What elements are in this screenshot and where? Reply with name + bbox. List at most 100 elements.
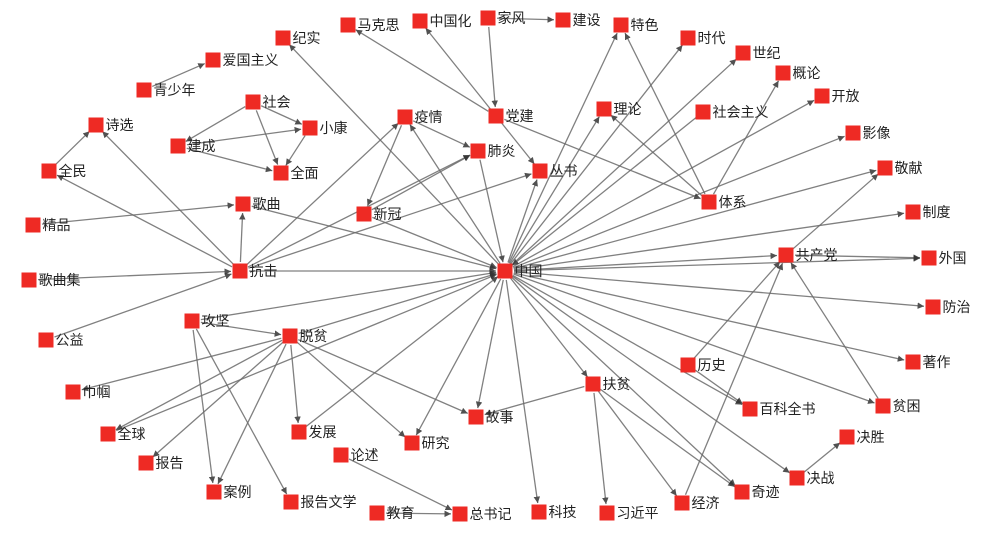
- node-square[interactable]: [21, 272, 37, 288]
- node-jishi[interactable]: 纪实: [275, 30, 321, 48]
- node-shiji[interactable]: 世纪: [735, 45, 781, 63]
- node-square[interactable]: [136, 82, 152, 98]
- node-square[interactable]: [205, 52, 221, 68]
- node-square[interactable]: [232, 263, 248, 279]
- node-gequji[interactable]: 歌曲集: [21, 272, 81, 289]
- node-yanjiu[interactable]: 研究: [404, 435, 450, 453]
- node-xiaokang[interactable]: 小康: [302, 120, 348, 137]
- node-square[interactable]: [814, 88, 830, 104]
- node-gongchandang[interactable]: 共产党: [778, 247, 838, 265]
- node-qiji[interactable]: 奇迹: [734, 484, 780, 501]
- node-kaifang[interactable]: 开放: [814, 88, 860, 106]
- node-congshu[interactable]: 丛书: [532, 163, 578, 181]
- node-pinkun[interactable]: 贫困: [875, 398, 921, 416]
- node-quanqiu[interactable]: 全球: [100, 426, 146, 443]
- node-jianshe[interactable]: 建设: [555, 12, 601, 30]
- node-square[interactable]: [877, 160, 893, 176]
- node-zhongguo[interactable]: 中国: [497, 263, 543, 281]
- node-gongjian[interactable]: 攻坚: [184, 313, 230, 331]
- node-square[interactable]: [480, 10, 496, 26]
- node-xinguan[interactable]: 新冠: [356, 206, 402, 224]
- node-square[interactable]: [291, 424, 307, 440]
- node-lunshu[interactable]: 论述: [333, 447, 379, 465]
- node-square[interactable]: [921, 250, 937, 266]
- node-jiancheng[interactable]: 建成: [170, 138, 216, 156]
- node-makesi[interactable]: 马克思: [340, 17, 400, 35]
- node-square[interactable]: [412, 13, 428, 29]
- node-fupin[interactable]: 扶贫: [585, 376, 631, 394]
- node-square[interactable]: [369, 505, 385, 521]
- node-square[interactable]: [470, 143, 486, 159]
- node-waiguo[interactable]: 外国: [921, 250, 967, 268]
- node-square[interactable]: [532, 163, 548, 179]
- node-gequ[interactable]: 歌曲: [235, 196, 281, 214]
- node-square[interactable]: [235, 196, 251, 212]
- node-square[interactable]: [674, 495, 690, 511]
- node-gushi[interactable]: 故事: [468, 409, 514, 427]
- node-jingji[interactable]: 经济: [674, 495, 720, 513]
- node-square[interactable]: [839, 429, 855, 445]
- node-dangjian[interactable]: 党建: [488, 108, 534, 126]
- node-square[interactable]: [695, 104, 711, 120]
- node-aiguozhuyi[interactable]: 爱国主义: [205, 52, 279, 70]
- node-shixuan[interactable]: 诗选: [88, 117, 134, 135]
- node-zhidu[interactable]: 制度: [905, 204, 951, 222]
- node-square[interactable]: [170, 138, 186, 154]
- node-square[interactable]: [356, 206, 372, 222]
- node-xijinping[interactable]: 习近平: [599, 505, 659, 523]
- node-tese[interactable]: 特色: [613, 17, 659, 34]
- node-square[interactable]: [925, 299, 941, 315]
- node-square[interactable]: [302, 120, 318, 136]
- node-lishi[interactable]: 历史: [680, 357, 726, 375]
- node-square[interactable]: [613, 17, 629, 33]
- node-tixi[interactable]: 体系: [701, 194, 747, 212]
- node-baogaowenxue[interactable]: 报告文学: [283, 494, 357, 512]
- node-square[interactable]: [65, 384, 81, 400]
- node-square[interactable]: [734, 484, 750, 500]
- node-keji[interactable]: 科技: [531, 504, 577, 522]
- node-square[interactable]: [905, 354, 921, 370]
- node-square[interactable]: [845, 125, 861, 141]
- node-square[interactable]: [735, 45, 751, 61]
- node-square[interactable]: [775, 65, 791, 81]
- node-shehui[interactable]: 社会: [245, 94, 291, 112]
- node-square[interactable]: [275, 30, 291, 46]
- node-square[interactable]: [333, 447, 349, 463]
- node-square[interactable]: [340, 17, 356, 33]
- node-tuopin[interactable]: 脱贫: [282, 328, 328, 346]
- node-shehuizhuyi[interactable]: 社会主义: [695, 104, 769, 122]
- node-kangji[interactable]: 抗击: [232, 263, 278, 281]
- node-square[interactable]: [282, 328, 298, 344]
- node-zongshuji[interactable]: 总书记: [452, 506, 512, 524]
- node-square[interactable]: [789, 470, 805, 486]
- node-fangzhi[interactable]: 防治: [925, 299, 971, 317]
- node-square[interactable]: [680, 30, 696, 46]
- node-yiqing[interactable]: 疫情: [397, 109, 443, 127]
- node-square[interactable]: [468, 409, 484, 425]
- node-square[interactable]: [38, 332, 54, 348]
- node-fazhan[interactable]: 发展: [291, 424, 337, 442]
- node-jingxian[interactable]: 敬献: [877, 160, 923, 178]
- node-square[interactable]: [100, 426, 116, 442]
- node-yingxiang[interactable]: 影像: [845, 125, 891, 143]
- node-jinguo[interactable]: 巾帼: [65, 384, 111, 402]
- node-square[interactable]: [531, 504, 547, 520]
- node-square[interactable]: [206, 484, 222, 500]
- node-jiaoyu[interactable]: 教育: [369, 505, 415, 523]
- node-square[interactable]: [25, 217, 41, 233]
- node-square[interactable]: [245, 94, 261, 110]
- node-baogao[interactable]: 报告: [138, 455, 184, 473]
- node-shidai[interactable]: 时代: [680, 30, 726, 48]
- node-square[interactable]: [452, 506, 468, 522]
- node-square[interactable]: [283, 494, 299, 510]
- node-square[interactable]: [404, 435, 420, 451]
- node-jiafeng[interactable]: 家风: [480, 10, 526, 27]
- node-square[interactable]: [397, 109, 413, 125]
- node-square[interactable]: [599, 505, 615, 521]
- node-juezhan[interactable]: 决战: [789, 470, 835, 488]
- node-square[interactable]: [701, 194, 717, 210]
- node-zhuzuo[interactable]: 著作: [905, 354, 951, 372]
- node-baikequanshu[interactable]: 百科全书: [742, 401, 816, 418]
- node-feiyan[interactable]: 肺炎: [470, 143, 516, 161]
- node-quanmin[interactable]: 全民: [41, 163, 87, 180]
